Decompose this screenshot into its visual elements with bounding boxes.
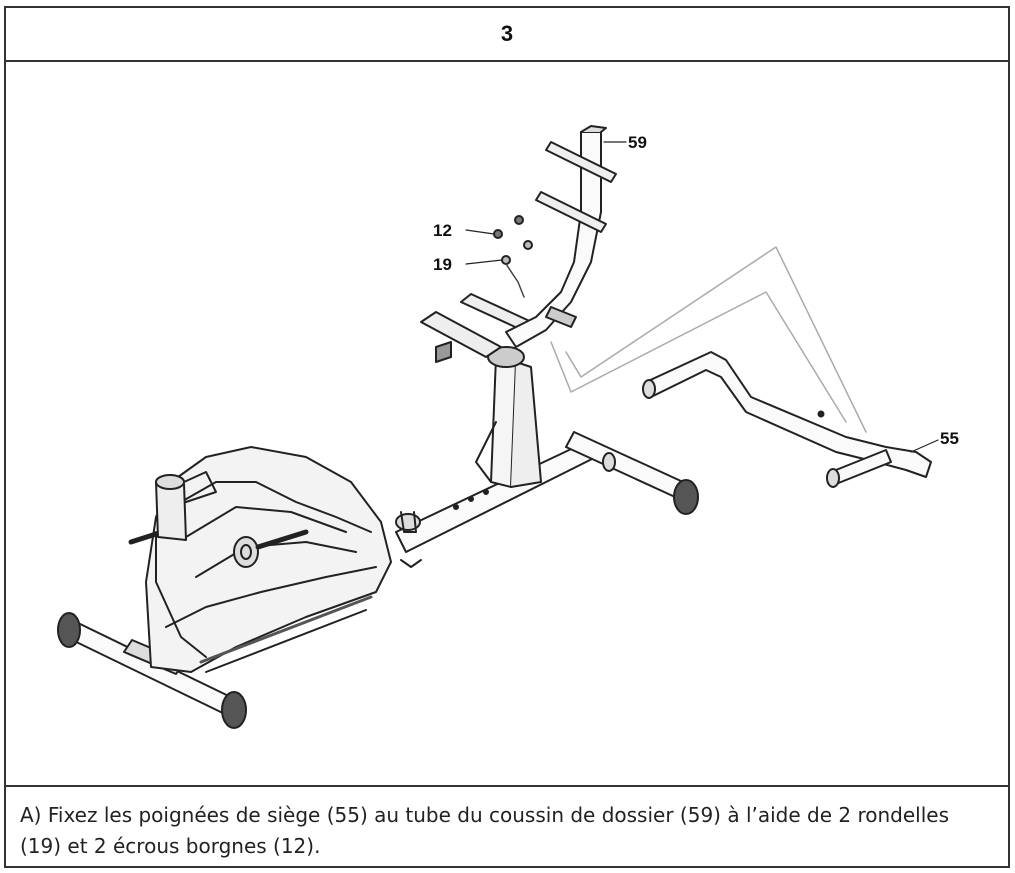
crank-assembly (128, 529, 309, 568)
seat-upright (475, 346, 542, 488)
backrest-tube (505, 125, 617, 348)
callout-55: 55 (940, 429, 959, 448)
callout-59: 59 (628, 133, 647, 152)
seat-handles (642, 351, 932, 488)
rear-stabilizer (565, 431, 699, 515)
instruction-text: A) Fixez les poignées de siège (55) au t… (20, 803, 950, 858)
callout-12: 12 (433, 221, 452, 240)
guide-lines (550, 246, 867, 433)
callout-leaders (465, 141, 939, 453)
callout-19: 19 (433, 255, 452, 274)
hardware-nuts-washers (493, 215, 533, 298)
instruction-panel: 3 (4, 6, 1010, 868)
step-number: 3 (6, 8, 1008, 62)
exploded-view-illustration: 59 12 19 55 (57, 125, 959, 729)
assembly-diagram: 59 12 19 55 (6, 62, 1008, 787)
flywheel-housing (145, 446, 392, 673)
console-post (155, 471, 217, 541)
